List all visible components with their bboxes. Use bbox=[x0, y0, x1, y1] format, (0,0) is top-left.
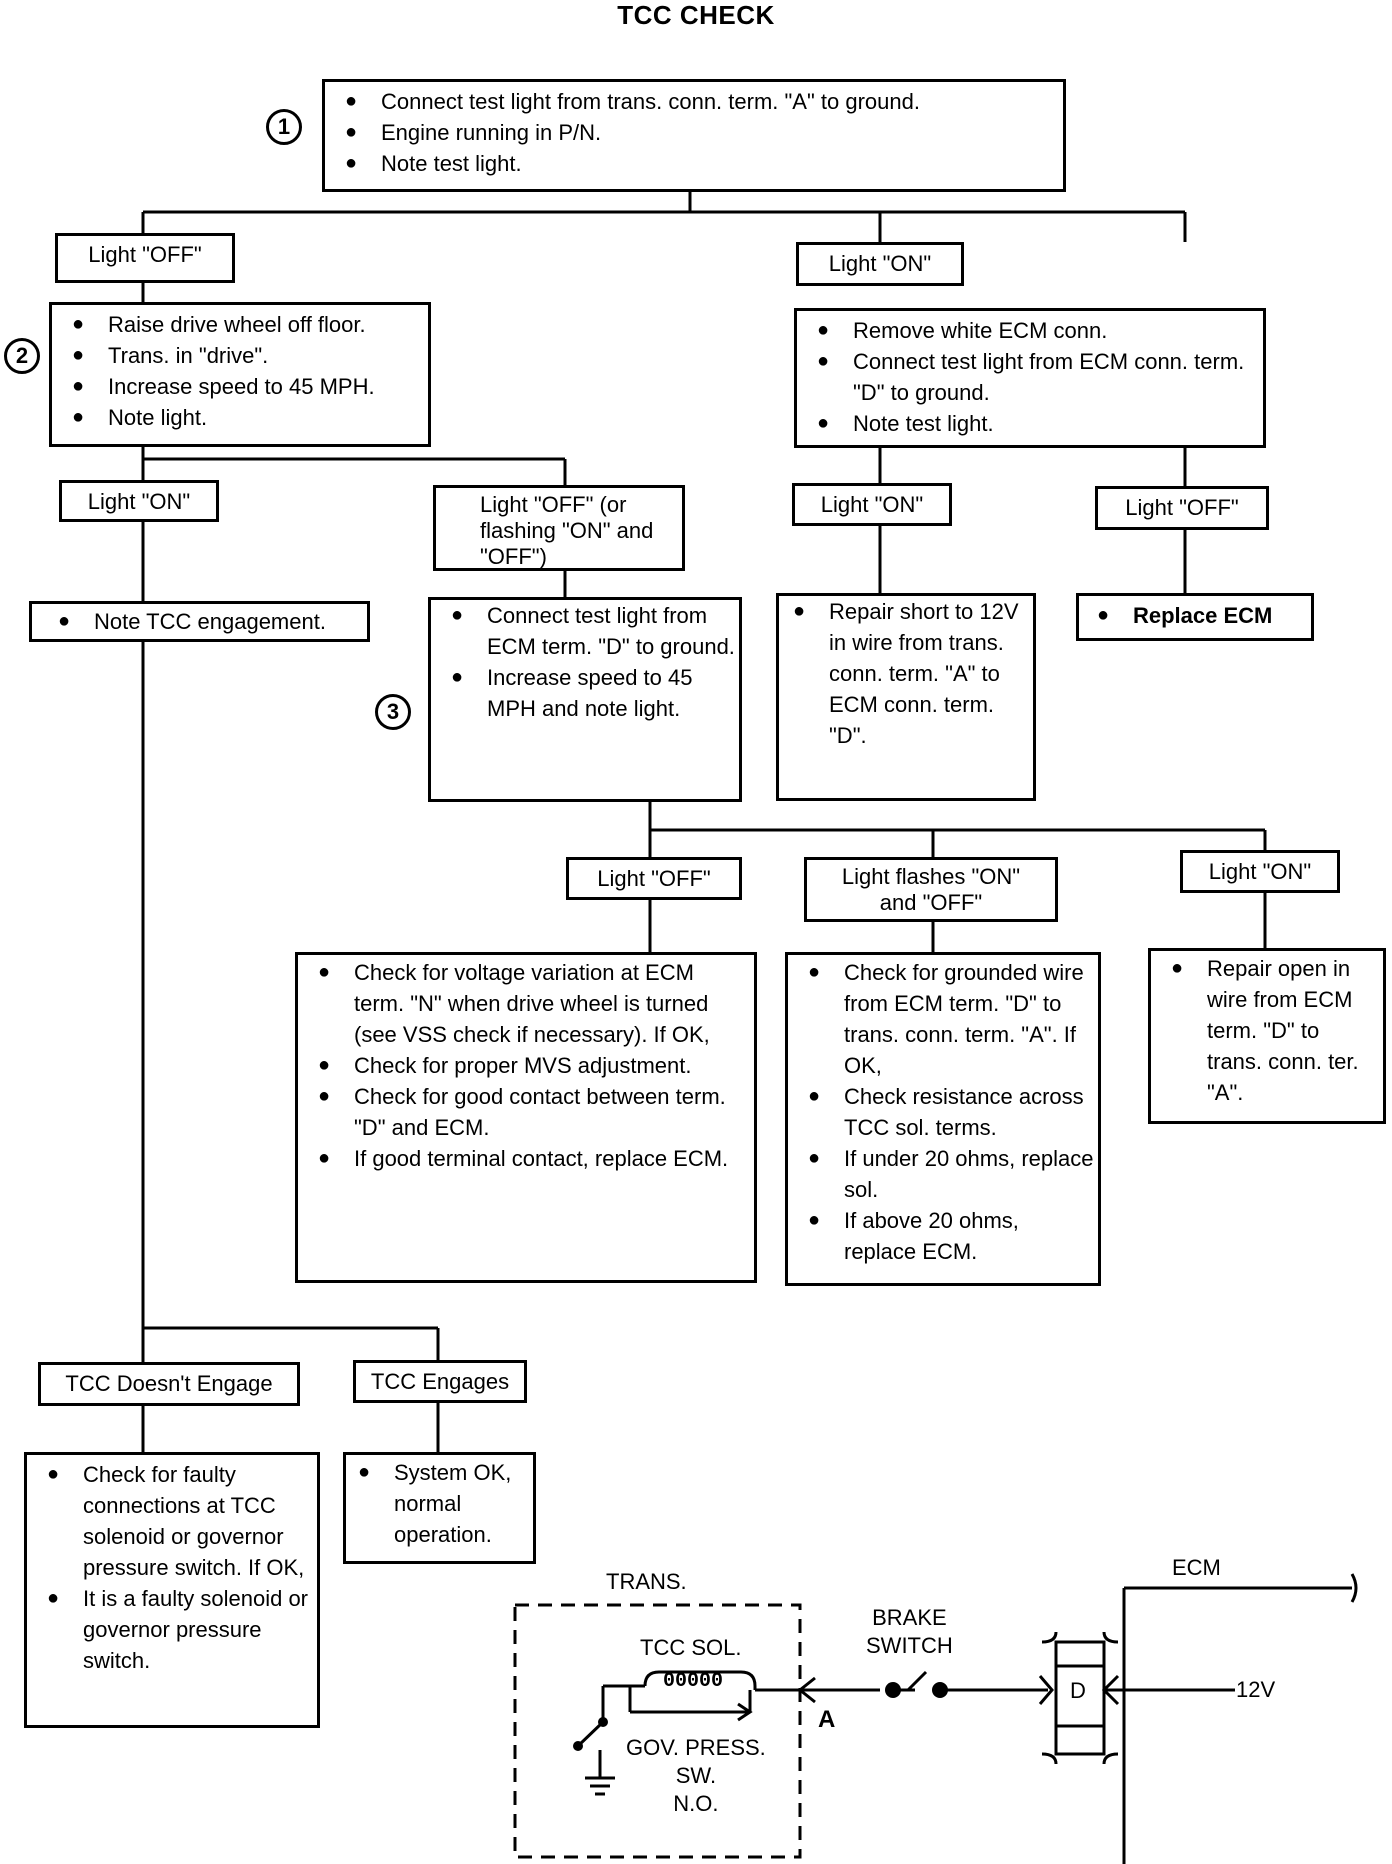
list-item: Check resistance across TCC sol. terms. bbox=[808, 1081, 1094, 1143]
solenoid-coil: 00000 bbox=[663, 1670, 724, 1693]
step-2-box: Raise drive wheel off floor. Trans. in "… bbox=[49, 302, 431, 447]
list-item: Raise drive wheel off floor. bbox=[72, 309, 424, 340]
brake-switch-label: BRAKE SWITCH bbox=[866, 1605, 953, 1658]
list-item: Increase speed to 45 MPH and note light. bbox=[451, 662, 735, 724]
list-item: Note TCC engagement. bbox=[58, 606, 363, 637]
list-item: Connect test light from trans. conn. ter… bbox=[345, 86, 1057, 117]
list-item: Note test light. bbox=[817, 408, 1257, 439]
list-item: Increase speed to 45 MPH. bbox=[72, 371, 424, 402]
list-item: Check for good contact between term. "D"… bbox=[318, 1081, 750, 1143]
list-item: Repair open in wire from ECM term. "D" t… bbox=[1171, 953, 1379, 1108]
label-light-off-or-flashing: Light "OFF" (or flashing "ON" and "OFF") bbox=[433, 485, 685, 571]
list-item: Note light. bbox=[72, 402, 424, 433]
ecm-conn-box: Remove white ECM conn. Connect test ligh… bbox=[794, 308, 1266, 448]
repair-open-box: Repair open in wire from ECM term. "D" t… bbox=[1148, 948, 1386, 1124]
label-light-flashes: Light flashes "ON" and "OFF" bbox=[804, 857, 1058, 922]
step-3-box: Connect test light from ECM term. "D" to… bbox=[428, 597, 742, 802]
label-tcc-doesnt-engage: TCC Doesn't Engage bbox=[38, 1362, 300, 1406]
label-light-on: Light "ON" bbox=[796, 242, 964, 286]
list-item: Replace ECM bbox=[1097, 600, 1307, 631]
label-light-off: Light "OFF" bbox=[1095, 486, 1269, 530]
list-item: Check for voltage variation at ECM term.… bbox=[318, 957, 750, 1050]
terminal-a-label: A bbox=[818, 1706, 836, 1733]
list-item: Trans. in "drive". bbox=[72, 340, 424, 371]
list-item: It is a faulty solenoid or governor pres… bbox=[47, 1583, 313, 1676]
page-title: TCC CHECK bbox=[617, 0, 775, 30]
list-item: Connect test light from ECM conn. term. … bbox=[817, 346, 1257, 408]
list-item: If above 20 ohms, replace ECM. bbox=[808, 1205, 1094, 1267]
note-tcc-box: Note TCC engagement. bbox=[29, 601, 370, 642]
12v-label: 12V bbox=[1236, 1677, 1276, 1702]
ecm-label: ECM bbox=[1172, 1555, 1221, 1580]
list-item: If good terminal contact, replace ECM. bbox=[318, 1143, 750, 1174]
list-item: Check for proper MVS adjustment. bbox=[318, 1050, 750, 1081]
label-light-off: Light "OFF" bbox=[566, 857, 742, 900]
tcc-wiring-schematic bbox=[513, 1573, 1358, 1864]
voltage-check-box: Check for voltage variation at ECM term.… bbox=[295, 952, 757, 1283]
list-item: Connect test light from ECM term. "D" to… bbox=[451, 600, 735, 662]
label-light-off: Light "OFF" bbox=[55, 233, 235, 283]
list-item: Check for faulty connections at TCC sole… bbox=[47, 1459, 313, 1583]
label-light-on: Light "ON" bbox=[59, 480, 219, 522]
label-light-on: Light "ON" bbox=[792, 483, 952, 526]
list-item: Remove white ECM conn. bbox=[817, 315, 1257, 346]
faulty-connections-box: Check for faulty connections at TCC sole… bbox=[24, 1452, 320, 1728]
list-item: Note test light. bbox=[345, 148, 1057, 179]
list-item: Engine running in P/N. bbox=[345, 117, 1057, 148]
terminal-d-label: D bbox=[1070, 1678, 1086, 1703]
tcc-solenoid-label: TCC SOL. bbox=[640, 1635, 742, 1660]
list-item: Repair short to 12V in wire from trans. … bbox=[793, 596, 1029, 751]
list-item: Check for grounded wire from ECM term. "… bbox=[808, 957, 1094, 1081]
replace-ecm-box: Replace ECM bbox=[1076, 593, 1314, 641]
grounded-wire-box: Check for grounded wire from ECM term. "… bbox=[785, 952, 1101, 1286]
step-3-marker: 3 bbox=[375, 694, 411, 730]
trans-label: TRANS. bbox=[606, 1569, 687, 1594]
list-item: System OK, normal operation. bbox=[358, 1457, 529, 1550]
list-item: If under 20 ohms, replace sol. bbox=[808, 1143, 1094, 1205]
system-ok-box: System OK, normal operation. bbox=[343, 1452, 536, 1564]
repair-short-box: Repair short to 12V in wire from trans. … bbox=[776, 593, 1036, 801]
step-2-marker: 2 bbox=[4, 338, 40, 374]
label-light-on: Light "ON" bbox=[1180, 850, 1340, 893]
step-1-marker: 1 bbox=[266, 109, 302, 145]
label-tcc-engages: TCC Engages bbox=[353, 1360, 527, 1403]
step-1-box: Connect test light from trans. conn. ter… bbox=[322, 79, 1066, 192]
gov-press-switch-label: GOV. PRESS. SW. N.O. bbox=[626, 1735, 766, 1816]
